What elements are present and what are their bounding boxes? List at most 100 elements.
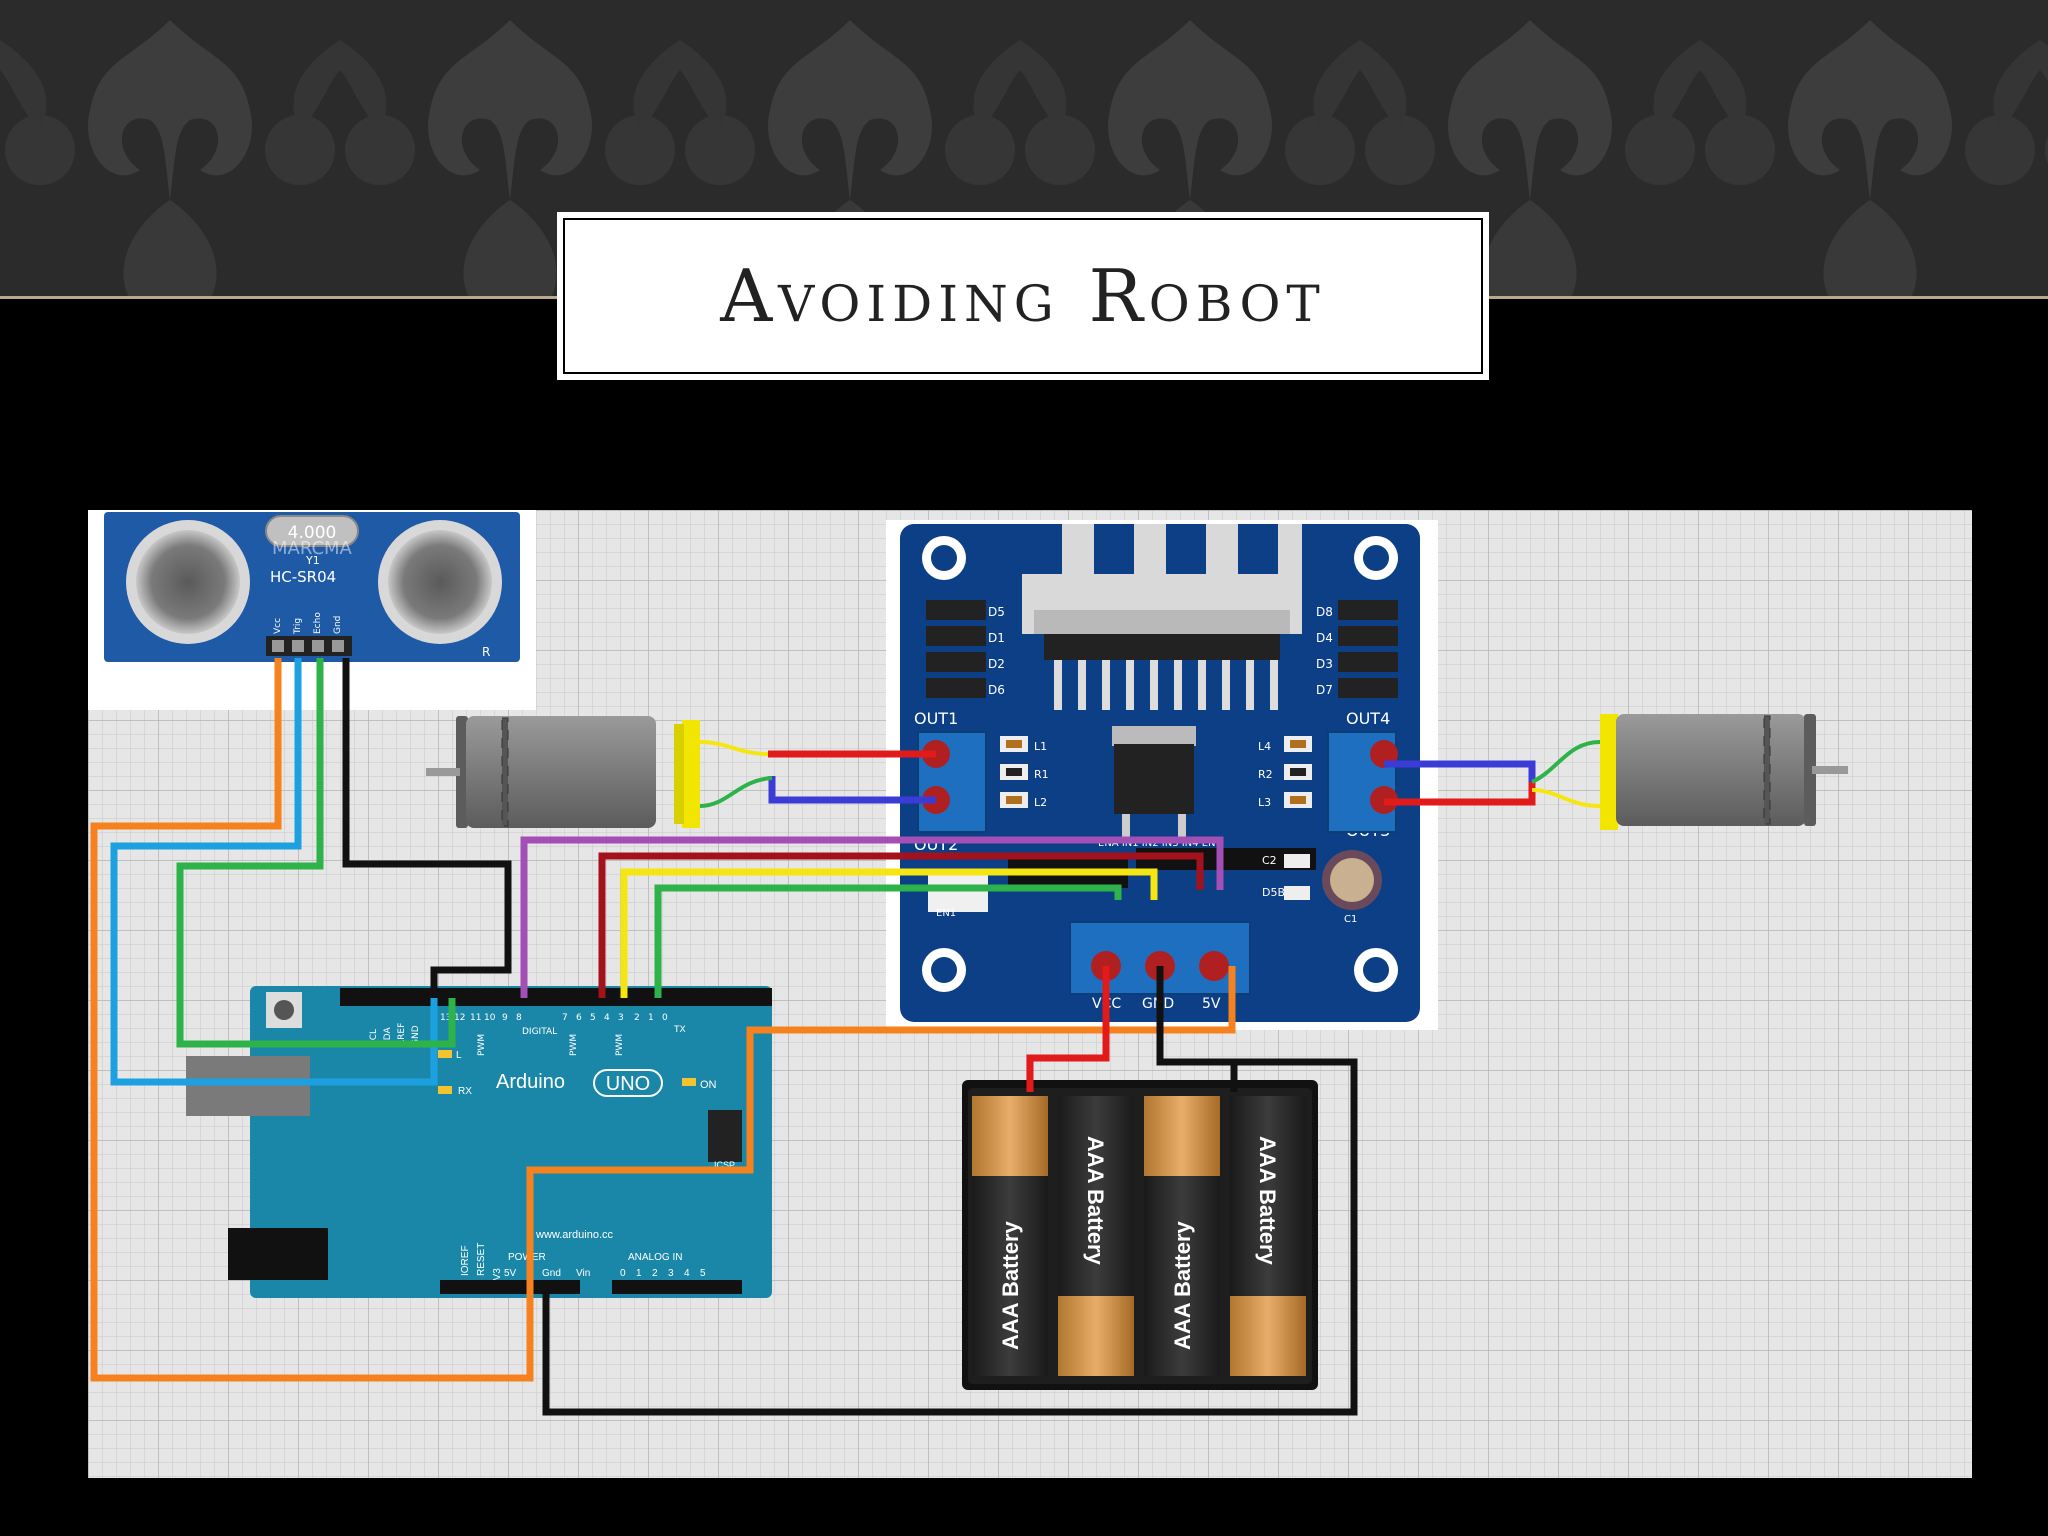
wire-battery-black (542, 966, 1358, 1416)
analog-pin-3: 3 (668, 1268, 674, 1279)
crystal-label: 4.000 (288, 523, 337, 543)
diode-label-l1: D5 (988, 605, 1005, 619)
digital-label: DIGITAL (522, 1027, 557, 1037)
wiring-diagram: 4.000 Y1 MARCMA HC-SR04 R Vcc Trig Echo … (88, 510, 1972, 1478)
diodes-right: D8 D4 D3 D7 (1316, 600, 1398, 698)
capacitor: C1 C2 D5B (1262, 850, 1382, 925)
uno-badge (593, 1069, 663, 1097)
analog-pin-labels: 0 1 2 3 4 5 (620, 1268, 706, 1279)
diodes-left: D5 D1 D2 D6 (926, 600, 1005, 698)
analog-pin-0: 0 (620, 1268, 626, 1279)
sensor-model: HC-SR04 (270, 568, 336, 586)
cap-c1-label: C1 (1344, 914, 1357, 925)
pin-label-5: 5 (590, 1013, 596, 1023)
arduino-name: Arduino (496, 1071, 565, 1093)
smd-left: L1 R1 L2 (1000, 736, 1049, 809)
wire-vcc-orange (90, 658, 1236, 1382)
out1-label: OUT1 (914, 709, 958, 728)
arduino-board (250, 986, 772, 1298)
l-led-label: L (456, 1050, 462, 1061)
analog-pin-1: 1 (636, 1268, 642, 1279)
terminal-5v-label: 5V (1202, 996, 1221, 1012)
arduino-model: UNO (606, 1073, 650, 1095)
power-header (440, 1280, 580, 1294)
analog-pin-5: 5 (700, 1268, 706, 1279)
icsp-label: ICSP (714, 1160, 735, 1170)
pin-label-7: 7 (562, 1013, 568, 1023)
sensor-pin-echo: Echo (313, 612, 323, 634)
wire-in-yellow (620, 868, 1158, 998)
wire-echo-green (176, 658, 456, 1048)
battery-cell-4: AAA Battery (1230, 1096, 1306, 1376)
pwm-label-3: PWM (615, 1034, 625, 1056)
pin-label-2: 2 (634, 1013, 640, 1023)
power-pin-reset: RESET (476, 1243, 487, 1276)
sensor-brand: MARCMA (272, 538, 353, 559)
diode-label-r4: D7 (1316, 683, 1333, 697)
l-label-1: L1 (1034, 740, 1047, 753)
pin-label-9: 9 (502, 1013, 508, 1023)
sensor-pin-gnd: Gnd (333, 616, 343, 634)
pin-label-0: 0 (662, 1013, 668, 1023)
l-label-3: L2 (1034, 796, 1047, 809)
smd-right: L4 R2 L3 (1258, 736, 1312, 809)
analog-label: ANALOG IN (628, 1252, 682, 1263)
pin-label-4: 4 (604, 1013, 610, 1023)
pin-label-13: 13 (440, 1013, 451, 1023)
diode-label-l4: D6 (988, 683, 1005, 697)
pin-label-aref: AREF (397, 1023, 407, 1046)
wire-in-darkred (598, 852, 1204, 998)
transducer-right (388, 530, 492, 634)
terminal-out12 (917, 731, 987, 833)
motor-left (426, 716, 700, 828)
pin-label-scl: SCL (369, 1029, 379, 1046)
battery-label-4: AAA Battery (1255, 1136, 1280, 1266)
sensor-pin-trig: Trig (293, 618, 303, 635)
r-label-1: L4 (1258, 740, 1271, 753)
diode-label-l3: D2 (988, 657, 1005, 671)
tx-label: TX (673, 1025, 686, 1035)
out4-label: OUT4 (1346, 709, 1390, 728)
arduino-url: www.arduino.cc (535, 1229, 614, 1241)
battery-cell-2: AAA Battery (1058, 1096, 1134, 1376)
power-pin-vin: Vin (576, 1268, 590, 1279)
power-pin-3v3: 3V3 (492, 1268, 503, 1286)
diode-label-l2: D1 (988, 631, 1005, 645)
power-pin-labels: IOREF RESET 3V3 5V Gnd Vin (460, 1243, 590, 1286)
pin-label-12: 12 (454, 1013, 465, 1023)
pwm-label-11: PWM (477, 1034, 487, 1056)
on-label: ON (700, 1079, 717, 1091)
wire-in-purple (520, 836, 1224, 998)
pin-label-1: 1 (648, 1013, 654, 1023)
diode-label-r2: D4 (1316, 631, 1333, 645)
analog-pin-4: 4 (684, 1268, 690, 1279)
digital-pin-labels: SCL SDA AREF GND 13 12 11 10 9 8 7 6 5 4… (369, 1013, 686, 1056)
motor-leads (699, 740, 1601, 808)
arduino-uno: SCL SDA AREF GND 13 12 11 10 9 8 7 6 5 4… (186, 986, 772, 1298)
rx-label: RX (458, 1086, 472, 1097)
usb-port (186, 1056, 310, 1116)
pin-label-sda: SDA (383, 1027, 393, 1046)
diode-label-r1: D8 (1316, 605, 1333, 619)
analog-header (612, 1280, 742, 1294)
cap-c2-label: C2 (1262, 854, 1277, 867)
en-label: EN1 (936, 908, 956, 919)
wire-battery-red (1026, 966, 1110, 1092)
damask-banner (0, 0, 2048, 298)
sensor-header (266, 636, 352, 656)
power-pin-gnd: Gnd (542, 1268, 561, 1279)
battery-label-2: AAA Battery (1083, 1136, 1108, 1266)
d5b-label: D5B (1262, 886, 1285, 899)
battery-cell-1: AAA Battery (972, 1096, 1048, 1376)
l298n-chip (1044, 634, 1280, 710)
slide-title: Avoiding Robot (720, 254, 1326, 338)
battery-pack: AAA Battery AAA Battery AAA Battery AAA … (962, 1080, 1318, 1390)
transducer-left (136, 530, 240, 634)
sensor-part-label: Y1 (305, 554, 320, 567)
pin-label-10: 10 (484, 1013, 496, 1023)
sensor-pin-labels: Vcc Trig Echo Gnd (273, 612, 343, 635)
battery-label-1: AAA Battery (998, 1220, 1023, 1350)
power-pin-5v: 5V (504, 1268, 517, 1279)
wire-gnd-black (342, 658, 512, 998)
wire-motor-left-blue (768, 776, 936, 804)
